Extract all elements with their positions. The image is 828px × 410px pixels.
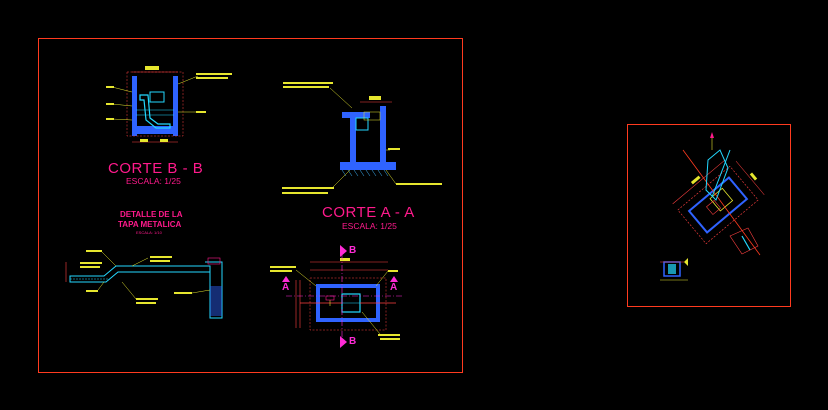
main-sheet-frame: [38, 38, 463, 373]
corte-aa-drawing: [282, 82, 442, 194]
detalle-scale: ESCALA: 1/10: [136, 230, 162, 235]
section-marker-b-top: B: [349, 245, 357, 256]
section-marker-a-right: A: [390, 282, 398, 293]
corte-aa-scale: ESCALA: 1/25: [342, 221, 397, 231]
section-marker-b-top-arrow: [340, 245, 347, 257]
location-plan-drawing: [660, 132, 765, 281]
location-sheet-frame: [627, 124, 791, 307]
section-marker-b-bottom-arrow: [340, 336, 347, 348]
section-marker-a-left: A: [282, 282, 290, 293]
section-marker-a-right-arrow: [390, 276, 398, 282]
section-marker-a-left-arrow: [282, 276, 290, 282]
corte-bb-scale: ESCALA: 1/25: [126, 176, 181, 186]
corte-aa-title: CORTE A - A: [322, 204, 415, 221]
corte-bb-drawing: [106, 66, 232, 143]
detalle-title-line1: DETALLE DE LA: [120, 210, 183, 219]
corte-bb-title: CORTE B - B: [108, 160, 204, 177]
detalle-title-line2: TAPA METALICA: [118, 220, 182, 229]
detalle-tapa-drawing: [65, 250, 223, 319]
plan-view-drawing: [270, 245, 404, 348]
section-marker-b-bottom: B: [349, 336, 357, 347]
